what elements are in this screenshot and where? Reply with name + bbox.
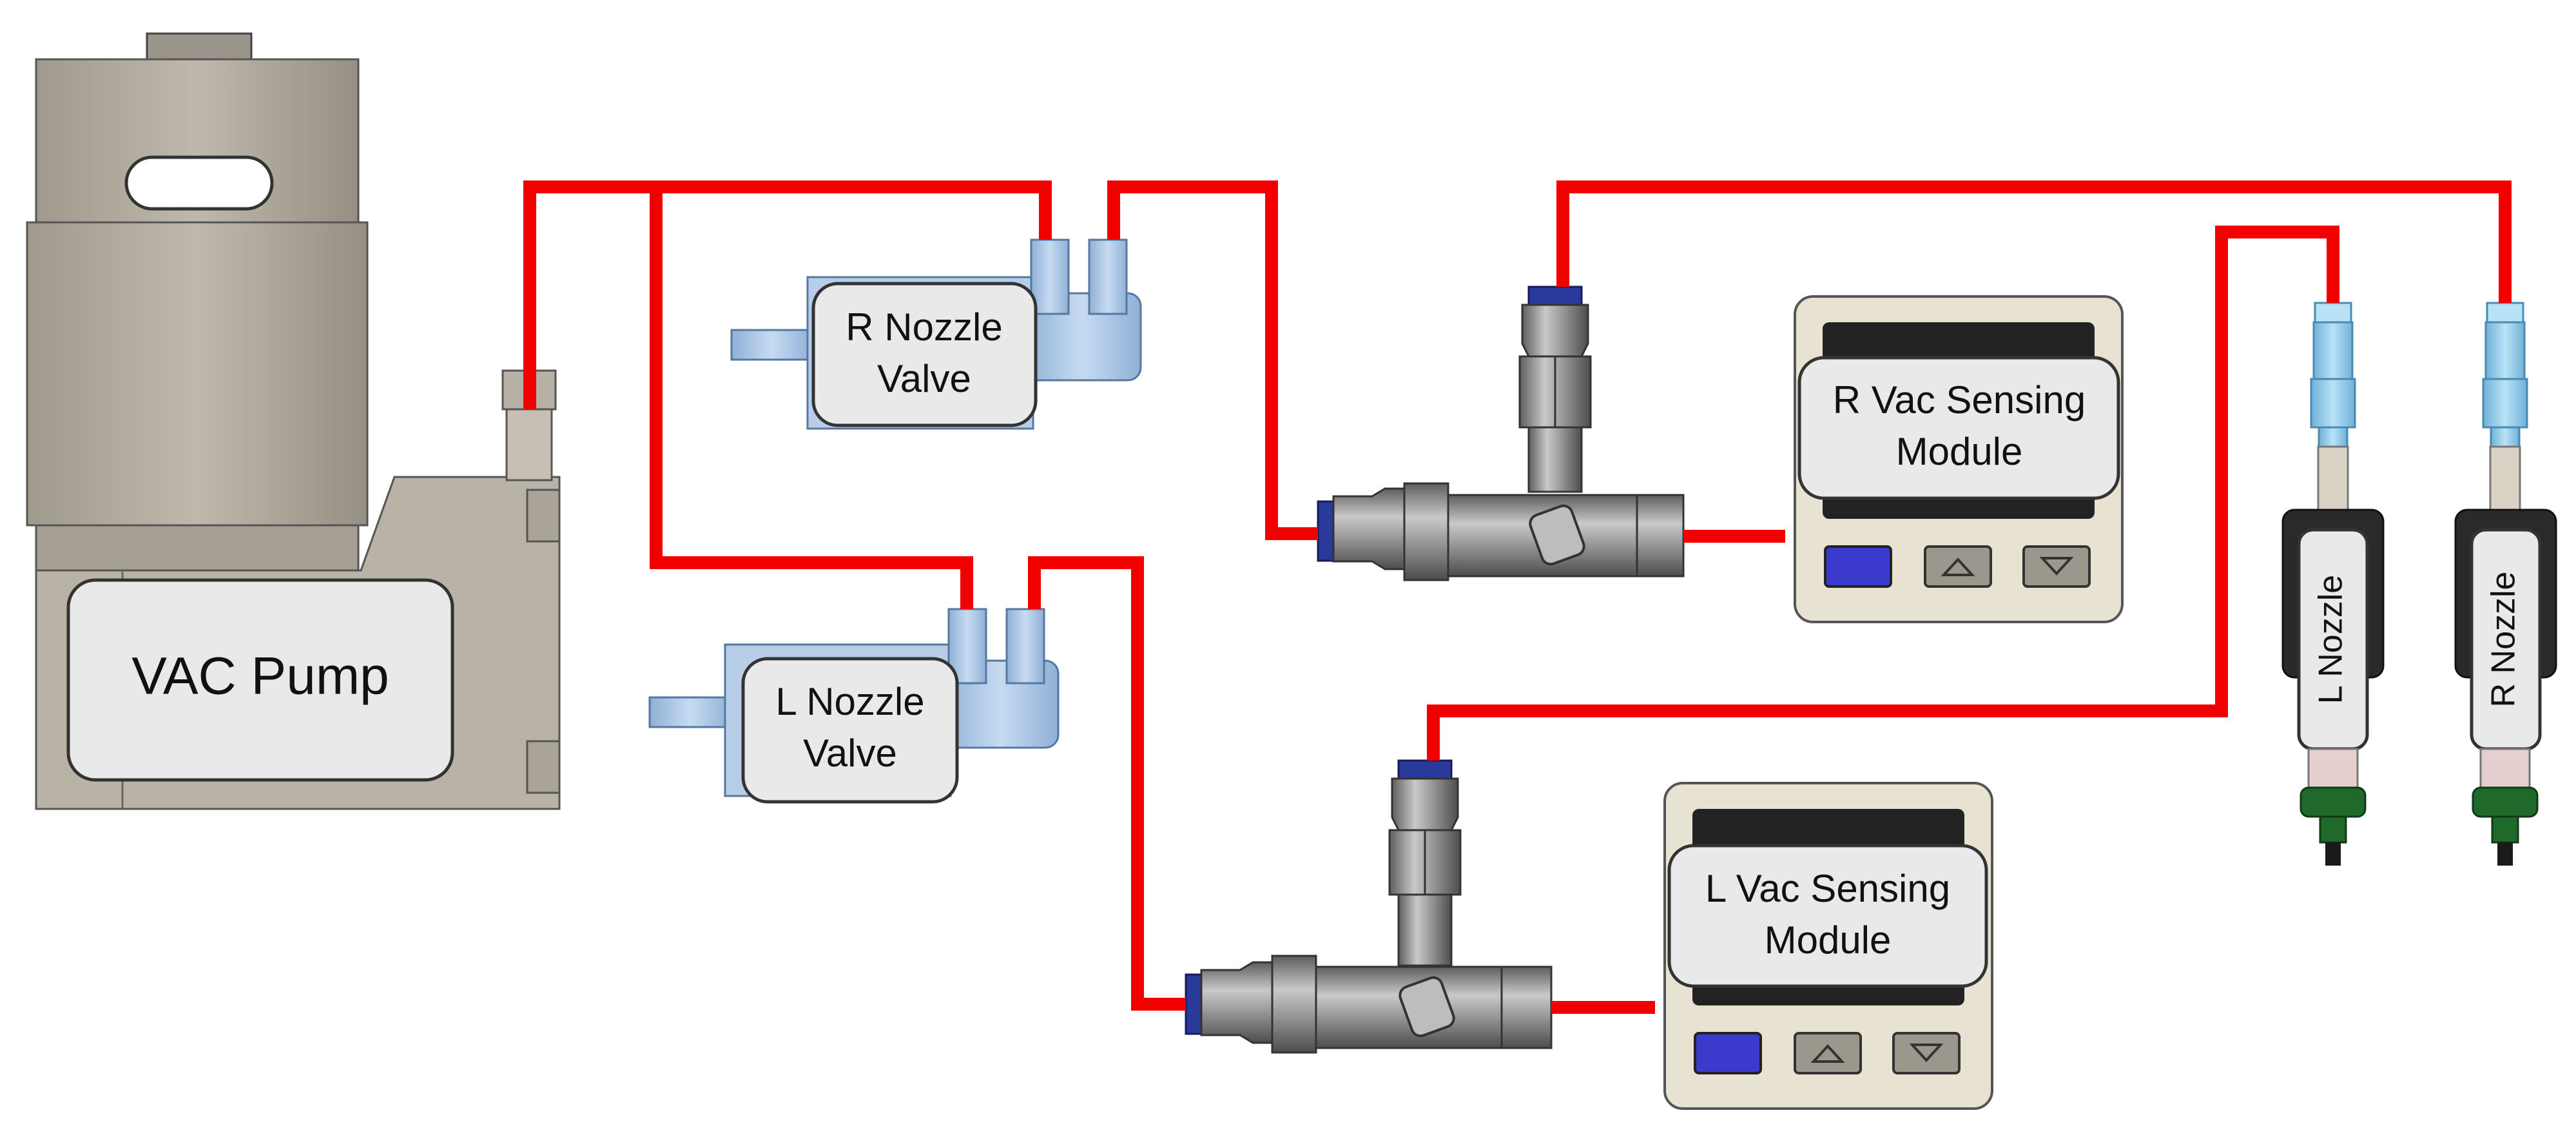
r-nozzle-valve-label-1: R Nozzle bbox=[846, 306, 1002, 349]
l-module-down-button bbox=[1892, 1032, 1961, 1074]
l-nozzle: L Nozzle bbox=[2281, 302, 2385, 866]
r-vac-sensing-module: R Vac Sensing Module bbox=[1794, 295, 2124, 623]
l-nozzle-valve-label-2: Valve bbox=[803, 732, 897, 775]
tube-pump-to-r-valve bbox=[523, 180, 1052, 409]
r-module-up-button bbox=[1924, 545, 1992, 588]
r-nozzle: R Nozzle bbox=[2454, 302, 2557, 866]
lower-tee-fitting bbox=[1185, 759, 1553, 1054]
r-nozzle-valve-label-2: Valve bbox=[877, 357, 971, 400]
r-vac-sensing-module-label-2: Module bbox=[1896, 430, 2023, 473]
r-vac-sensing-module-label-1: R Vac Sensing bbox=[1833, 378, 2086, 422]
l-vac-sensing-module-label-2: Module bbox=[1765, 918, 1892, 962]
tube-r-valve-to-upper-tee bbox=[1107, 180, 1318, 540]
tube-upper-tee-to-r-nozzle bbox=[1556, 180, 2512, 303]
l-module-up-button bbox=[1794, 1032, 1862, 1074]
up-arrow-icon bbox=[1810, 1044, 1845, 1063]
vacuum-tubing bbox=[523, 180, 2512, 1014]
r-nozzle-valve: R Nozzle Valve bbox=[730, 238, 1142, 430]
r-module-set-button bbox=[1824, 545, 1892, 588]
l-vac-sensing-module: L Vac Sensing Module bbox=[1663, 782, 1993, 1110]
r-module-down-button bbox=[2022, 545, 2091, 588]
vac-pump-label: VAC Pump bbox=[131, 647, 389, 706]
l-vac-sensing-module-label-1: L Vac Sensing bbox=[1705, 867, 1950, 910]
down-arrow-icon bbox=[2039, 557, 2074, 576]
tube-l-valve-to-lower-tee bbox=[1028, 556, 1186, 1011]
tube-pump-branch-to-l-valve bbox=[650, 187, 973, 609]
tube-lower-tee-to-l-nozzle bbox=[1427, 226, 2339, 761]
upper-tee-fitting bbox=[1317, 286, 1685, 581]
r-nozzle-label: R Nozzle bbox=[2485, 572, 2523, 708]
l-nozzle-valve: L Nozzle Valve bbox=[648, 608, 1060, 804]
l-module-set-button bbox=[1694, 1032, 1762, 1074]
l-nozzle-label: L Nozzle bbox=[2312, 575, 2350, 704]
l-nozzle-valve-label-1: L Nozzle bbox=[775, 680, 924, 723]
up-arrow-icon bbox=[1941, 558, 1975, 576]
down-arrow-icon bbox=[1909, 1043, 1944, 1062]
vac-pump: VAC Pump bbox=[26, 32, 561, 810]
